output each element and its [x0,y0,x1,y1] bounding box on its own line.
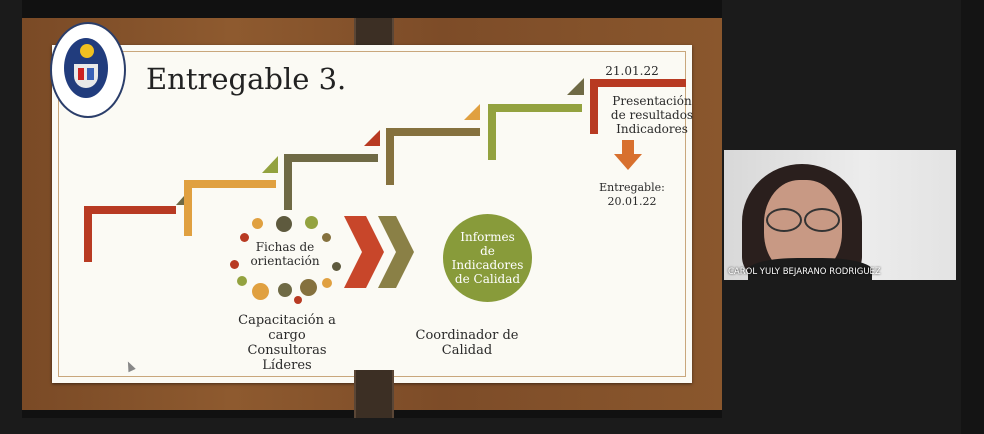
seal-shield [74,64,98,88]
dot [322,233,331,242]
step-orange-2 [184,180,276,236]
coordinador-label: Coordinador de Calidad [415,328,519,358]
dot [252,283,269,300]
dot [230,260,239,269]
chevron-right-icon [378,216,414,288]
slide-title: Entregable 3. [146,62,347,96]
date-top: 21.01.22 [605,64,659,78]
step-triangle-2 [262,156,278,173]
dot [332,262,341,271]
dot [237,276,247,286]
shared-screen: Entregable 3. [22,0,722,418]
entregable-label: Entregable: 20.01.22 [599,181,665,208]
seal-inner [64,38,108,98]
dot [305,216,318,229]
bottom-clip [354,370,394,418]
capacitacion-label: Capacitación a cargo Consultoras Líderes [238,313,336,373]
step-red-1 [84,206,176,262]
down-arrow-icon [614,140,642,170]
participant-shirt [748,258,872,280]
dot [276,216,292,232]
step-triangle-3 [364,130,380,146]
informes-label: Informes de Indicadores de Calidad [451,230,524,286]
seal-sun [80,44,94,58]
participant-video[interactable]: CAROL YULY BEJARANO RODRIGUEZ [724,150,956,280]
step-green-5 [488,104,582,160]
staircase-graphic [84,78,686,288]
dot [294,296,302,304]
right-edge-bar [961,0,984,434]
glasses-icon [766,208,842,232]
dot [322,278,332,288]
step-brown-4 [386,128,480,185]
step-triangle-4 [464,104,480,120]
fichas-label: Fichas de orientación [250,240,320,268]
chevron-right-icon [344,216,384,288]
participant-name: CAROL YULY BEJARANO RODRIGUEZ [728,267,881,277]
dot [240,233,249,242]
step-olive-3 [284,154,378,210]
presentacion-label: Presentación de resultados Indicadores [610,94,694,136]
dot [278,283,292,297]
university-seal-icon [50,22,126,118]
step-red-6 [590,79,686,134]
informes-bubble: Informes de Indicadores de Calidad [443,214,532,302]
dot [252,218,263,229]
dot [300,279,317,296]
step-triangle-5 [567,78,584,95]
